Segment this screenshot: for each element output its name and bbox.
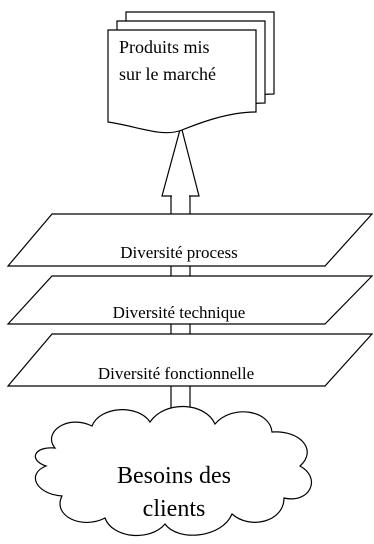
cloud-outline [34,405,313,537]
plane-process: Diversité process [6,213,374,267]
plane-fonctionnelle-shape [6,333,374,387]
cloud-label-line2: clients [143,496,206,522]
cloud-shape: Besoins des clients [34,405,313,537]
plane-technique-shape [6,275,374,325]
documents-label-line1: Produits mis [119,37,210,57]
plane-technique-label: Diversité technique [113,303,246,322]
documents-stack: Produits mis sur le marché [107,11,275,134]
cloud-label-line1: Besoins des [117,463,231,489]
plane-fonctionnelle: Diversité fonctionnelle [6,333,374,387]
plane-fonctionnelle-label: Diversité fonctionnelle [98,364,254,383]
plane-process-shape [6,213,374,267]
plane-technique: Diversité technique [6,275,374,325]
documents-label-line2: sur le marché [119,64,216,84]
document-front [107,29,257,134]
arrow-head [161,123,200,197]
plane-process-label: Diversité process [120,243,238,262]
